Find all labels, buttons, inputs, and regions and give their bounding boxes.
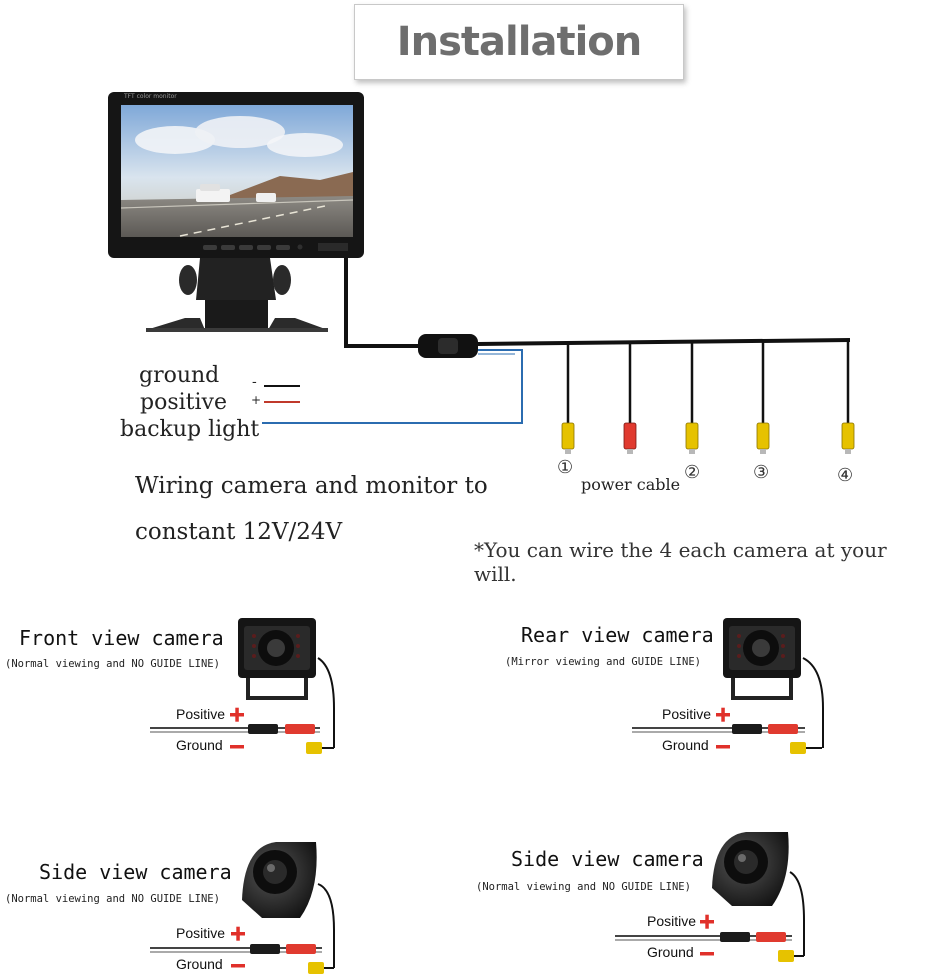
front-camera-cable	[150, 724, 334, 754]
side-camera-2-title: Side view camera	[511, 847, 704, 871]
port-number-1: ①	[557, 457, 574, 478]
front-camera-subtitle: (Normal viewing and NO GUIDE LINE)	[5, 658, 220, 670]
port-number-4: ④	[837, 465, 854, 486]
ground-label: ground	[139, 363, 220, 388]
camera-drop-wires	[561, 340, 855, 454]
side-camera-1-ground-label: Ground	[176, 956, 223, 972]
rear-camera-cable	[632, 724, 822, 754]
front-camera-positive-label: Positive	[176, 706, 226, 722]
port-number-3: ③	[753, 462, 770, 483]
polarity-marks	[230, 707, 730, 968]
side-camera-1-cable	[150, 944, 334, 974]
front-camera-drawing	[238, 618, 335, 748]
front-camera-ground-label: Ground	[176, 737, 223, 753]
monitor	[108, 92, 364, 332]
wiring-instruction-line2: constant 12V/24V	[135, 519, 343, 545]
side-camera-2-cable	[615, 932, 804, 962]
rear-camera-drawing	[723, 618, 824, 748]
page-title: Installation	[354, 4, 684, 80]
side-camera-2-ground-label: Ground	[647, 944, 694, 960]
power-cable-label: power cable	[581, 475, 681, 494]
side-camera-1-subtitle: (Normal viewing and NO GUIDE LINE)	[5, 893, 220, 905]
rear-camera-subtitle: (Mirror viewing and GUIDE LINE)	[505, 656, 701, 668]
wiring-note: *You can wire the 4 each camera at your …	[474, 538, 887, 586]
front-camera-title: Front view camera	[19, 626, 224, 650]
side-camera-2-subtitle: (Normal viewing and NO GUIDE LINE)	[476, 881, 691, 893]
rear-camera-title: Rear view camera	[521, 623, 714, 647]
ground-sign: -	[252, 374, 257, 390]
side-camera-2-drawing	[712, 832, 805, 956]
positive-label: positive	[140, 390, 227, 415]
side-camera-1-title: Side view camera	[39, 860, 232, 884]
rear-camera-positive-label: Positive	[662, 706, 712, 722]
side-camera-1-positive-label: Positive	[176, 925, 226, 941]
wiring-instruction-line1: Wiring camera and monitor to	[135, 473, 488, 499]
rear-camera-ground-label: Ground	[662, 737, 709, 753]
monitor-brand-text: TFT color monitor	[124, 93, 177, 100]
side-camera-2-positive-label: Positive	[647, 913, 697, 929]
backup-light-label: backup light	[120, 417, 260, 442]
positive-sign: +	[251, 393, 262, 407]
port-number-2: ②	[684, 462, 701, 483]
side-camera-1-drawing	[242, 842, 335, 968]
